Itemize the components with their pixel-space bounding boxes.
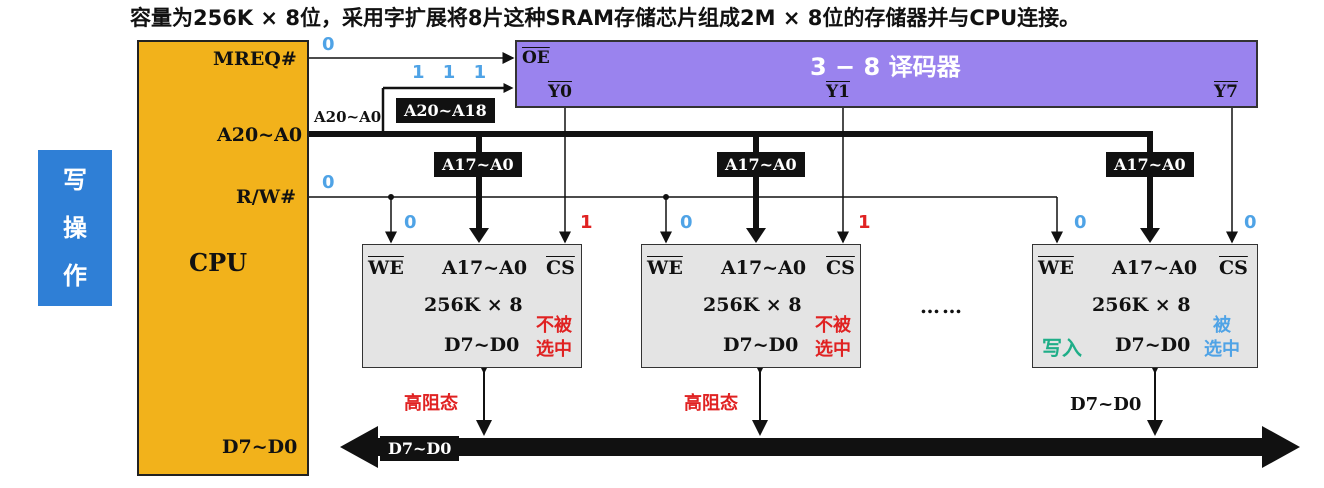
- chip-we: WE: [647, 257, 683, 279]
- data-bus-box: D7~D0: [380, 436, 460, 461]
- decoder-oe: OE: [522, 48, 550, 68]
- chip-addr: A17~A0: [721, 257, 807, 279]
- chip-addr: A17~A0: [442, 257, 528, 279]
- cpu-block: [137, 40, 309, 476]
- chip-status-line: 选中: [815, 339, 851, 360]
- chip-cs: CS: [826, 257, 855, 279]
- mreq-value: 0: [322, 34, 335, 55]
- bus-state: 高阻态: [404, 393, 458, 414]
- chip-status-line: 选中: [1204, 339, 1240, 360]
- cs-value: 1: [580, 212, 593, 233]
- chip-addr-arrow: [469, 228, 489, 243]
- chip-cs: CS: [1219, 257, 1248, 279]
- we-value: 0: [1074, 212, 1087, 233]
- pin-address: A20~A0: [217, 124, 303, 146]
- chip-addr-box: A17~A0: [1106, 152, 1194, 177]
- chip-data: D7~D0: [723, 334, 799, 356]
- chip-capacity: 256K × 8: [703, 294, 802, 316]
- side-tag-char: 作: [63, 262, 87, 290]
- page-title: 容量为256K × 8位，采用字扩展将8片这种SRAM存储芯片组成2M × 8位…: [130, 6, 1081, 30]
- we-value: 0: [680, 212, 693, 233]
- decoder-addr-box: A20~A18: [396, 98, 495, 123]
- sram-chip: [1032, 244, 1258, 368]
- decoder-output-y0: Y0: [548, 82, 572, 102]
- chip-status-line: 被: [1213, 315, 1231, 336]
- ellipsis: ……: [920, 294, 964, 318]
- we-value: 0: [404, 212, 417, 233]
- chip-capacity: 256K × 8: [1092, 294, 1191, 316]
- chip-action: 写入: [1042, 336, 1082, 360]
- data-bus: [340, 426, 1300, 468]
- chip-status: 不被 选中: [536, 314, 572, 362]
- chip-addr-arrow: [1140, 228, 1160, 243]
- cs-value: 0: [1244, 212, 1257, 233]
- chip-data: D7~D0: [444, 334, 520, 356]
- rw-value: 0: [322, 172, 335, 193]
- side-tag-char: 操: [63, 214, 87, 242]
- decoder-output-y1: Y1: [826, 82, 850, 102]
- chip-status-line: 不被: [536, 315, 572, 336]
- side-tag-char: 写: [63, 166, 87, 194]
- bus-state: 高阻态: [684, 393, 738, 414]
- chip-addr-box: A17~A0: [717, 152, 805, 177]
- address-bus-label: A20~A0: [314, 108, 382, 126]
- pin-data: D7~D0: [222, 436, 298, 458]
- decoder-input-bits: 1 1 1: [412, 62, 493, 83]
- pin-rw: R/W#: [236, 186, 296, 208]
- chip-capacity: 256K × 8: [424, 294, 523, 316]
- chip-data: D7~D0: [1115, 334, 1191, 356]
- chip-status: 被 选中: [1204, 314, 1240, 362]
- pin-mreq: MREQ#: [213, 48, 297, 70]
- decoder-block: [515, 40, 1258, 108]
- chip-status-line: 不被: [815, 315, 851, 336]
- chip-addr-arrow: [746, 228, 766, 243]
- bus-state: D7~D0: [1070, 394, 1142, 415]
- decoder-output-y7: Y7: [1214, 82, 1238, 102]
- chip-status: 不被 选中: [815, 314, 851, 362]
- sram-chip: [362, 244, 582, 368]
- chip-cs: CS: [546, 257, 575, 279]
- chip-addr: A17~A0: [1112, 257, 1198, 279]
- decoder-title: 3 − 8 译码器: [810, 53, 961, 81]
- sram-chip: [641, 244, 861, 368]
- cpu-label: CPU: [189, 248, 248, 277]
- chip-we: WE: [368, 257, 404, 279]
- chip-addr-box: A17~A0: [434, 152, 522, 177]
- side-tag: 写 操 作: [38, 150, 112, 306]
- chip-status-line: 选中: [536, 339, 572, 360]
- cs-value: 1: [858, 212, 871, 233]
- chip-we: WE: [1038, 257, 1074, 279]
